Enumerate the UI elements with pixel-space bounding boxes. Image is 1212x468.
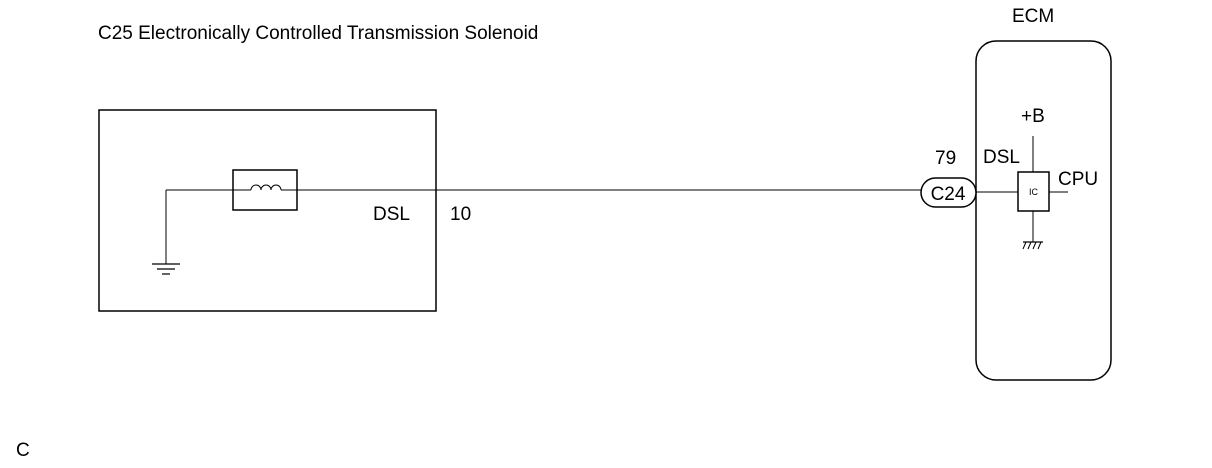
coil-icon <box>232 169 298 211</box>
solenoid-ground-icon <box>152 190 180 275</box>
ecm-box <box>975 40 1112 381</box>
ecm-supply-label: +B <box>1021 106 1045 127</box>
ecm-connector-id: C24 <box>931 184 966 205</box>
solenoid-title: C25 Electronically Controlled Transmissi… <box>98 23 538 44</box>
ecm-connector: C24 <box>920 177 977 208</box>
ecm-title: ECM <box>1012 6 1054 27</box>
ic-block: IC <box>1017 171 1050 212</box>
ecm-pin-number: 79 <box>935 148 956 169</box>
solenoid-box <box>98 109 437 312</box>
ic-label: IC <box>1029 187 1039 197</box>
corner-mark: C <box>16 440 30 461</box>
ecm-signal-label: DSL <box>983 147 1020 168</box>
ecm-ground-icon <box>1022 211 1043 250</box>
solenoid-terminal-label: DSL <box>373 204 410 225</box>
solenoid-pin-number: 10 <box>450 204 471 225</box>
ecm-cpu-label: CPU <box>1058 169 1098 190</box>
